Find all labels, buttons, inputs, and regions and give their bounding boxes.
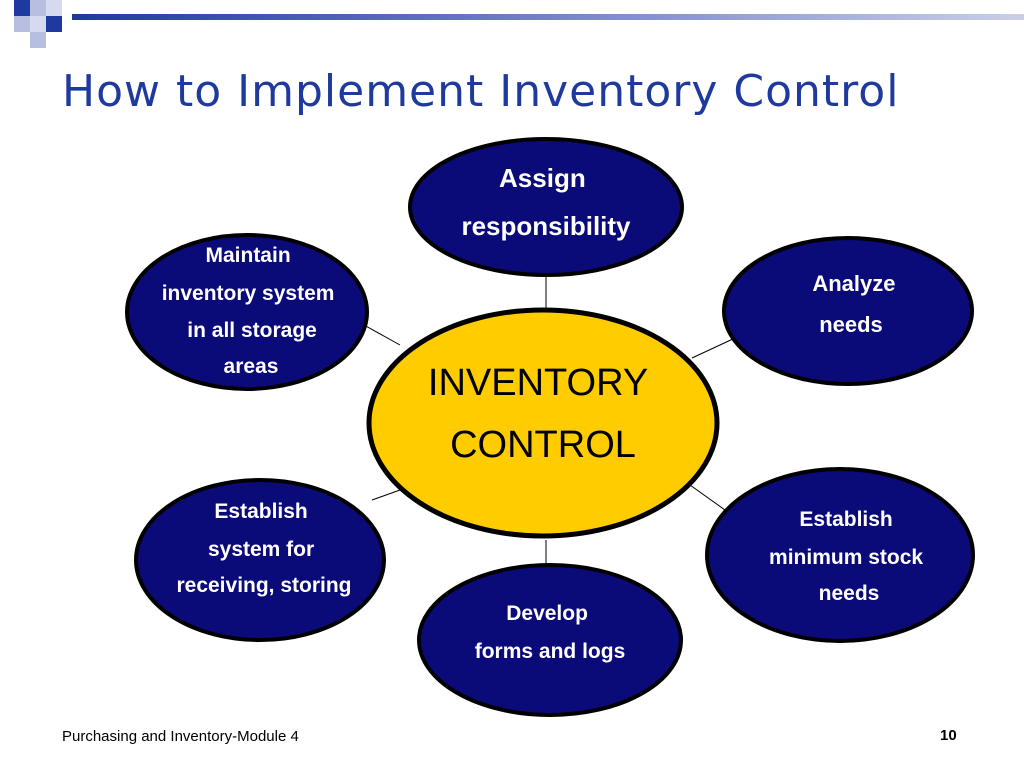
connector-analyze <box>691 337 736 359</box>
node-forms-line-2: forms and logs <box>475 640 626 663</box>
svg-text:Establish minimum stock: Establish minimum stock needs <box>769 508 929 605</box>
node-analyze-line-2: needs <box>819 312 883 337</box>
footer-text: Purchasing and Inventory-Module 4 <box>62 728 299 745</box>
node-forms-line-1: Develop <box>506 602 588 625</box>
node-analyze-ellipse <box>722 236 974 386</box>
connector-maintain <box>363 324 401 346</box>
center-ellipse <box>366 307 720 539</box>
node-minimum: Establish minimum stock needs <box>705 467 975 643</box>
svg-text:Establish system for: Establish system for receiving, storing <box>176 500 351 597</box>
connector-lines <box>363 275 736 565</box>
node-maintain-line-3: in all storage <box>187 319 317 342</box>
node-maintain: Maintain inventory system in all storage… <box>125 233 369 391</box>
node-assign: Assign responsibility <box>408 137 684 277</box>
svg-text:Develop forms and logs: Develop forms and logs <box>475 602 626 663</box>
node-minimum-line-1: Establish <box>799 508 892 531</box>
node-minimum-line-2: minimum stock <box>769 546 923 569</box>
node-forms: Develop forms and logs <box>417 563 683 717</box>
node-receiving-ellipse <box>134 478 386 642</box>
node-maintain-line-2: inventory system <box>162 282 335 305</box>
center-line-1: INVENTORY <box>428 362 648 404</box>
page-number: 10 <box>940 727 957 744</box>
node-minimum-ellipse <box>705 467 975 643</box>
node-assign-line-1: Assign <box>499 163 586 193</box>
svg-text:INVENTORY CONTROL: INVENTORY CONTROL <box>428 362 658 466</box>
svg-text:Maintain inventory syste: Maintain inventory system in all storage… <box>162 244 341 378</box>
slide-title: How to Implement Inventory Control <box>62 66 900 117</box>
node-analyze: Analyze needs <box>722 236 974 386</box>
node-receiving-line-1: Establish <box>214 500 307 523</box>
node-assign-line-2: responsibility <box>461 211 631 241</box>
center-node: INVENTORY CONTROL <box>366 307 720 539</box>
center-line-2: CONTROL <box>450 424 636 466</box>
node-analyze-line-1: Analyze <box>812 271 895 296</box>
node-maintain-line-4: areas <box>224 355 279 378</box>
svg-text:Assign responsibility: Assign responsibility <box>461 163 631 241</box>
connector-receiving <box>371 489 401 501</box>
node-assign-ellipse <box>408 137 684 277</box>
top-accent-bar <box>72 14 1024 20</box>
node-minimum-line-3: needs <box>819 582 880 605</box>
node-maintain-ellipse <box>125 233 369 391</box>
connector-minimum <box>689 484 726 511</box>
node-maintain-line-1: Maintain <box>205 244 290 267</box>
svg-text:Analyze needs: Analyze needs <box>812 271 901 337</box>
node-receiving: Establish system for receiving, storing <box>134 478 386 642</box>
node-receiving-line-2: system for <box>208 538 314 561</box>
node-forms-ellipse <box>417 563 683 717</box>
node-receiving-line-3: receiving, storing <box>176 574 351 597</box>
